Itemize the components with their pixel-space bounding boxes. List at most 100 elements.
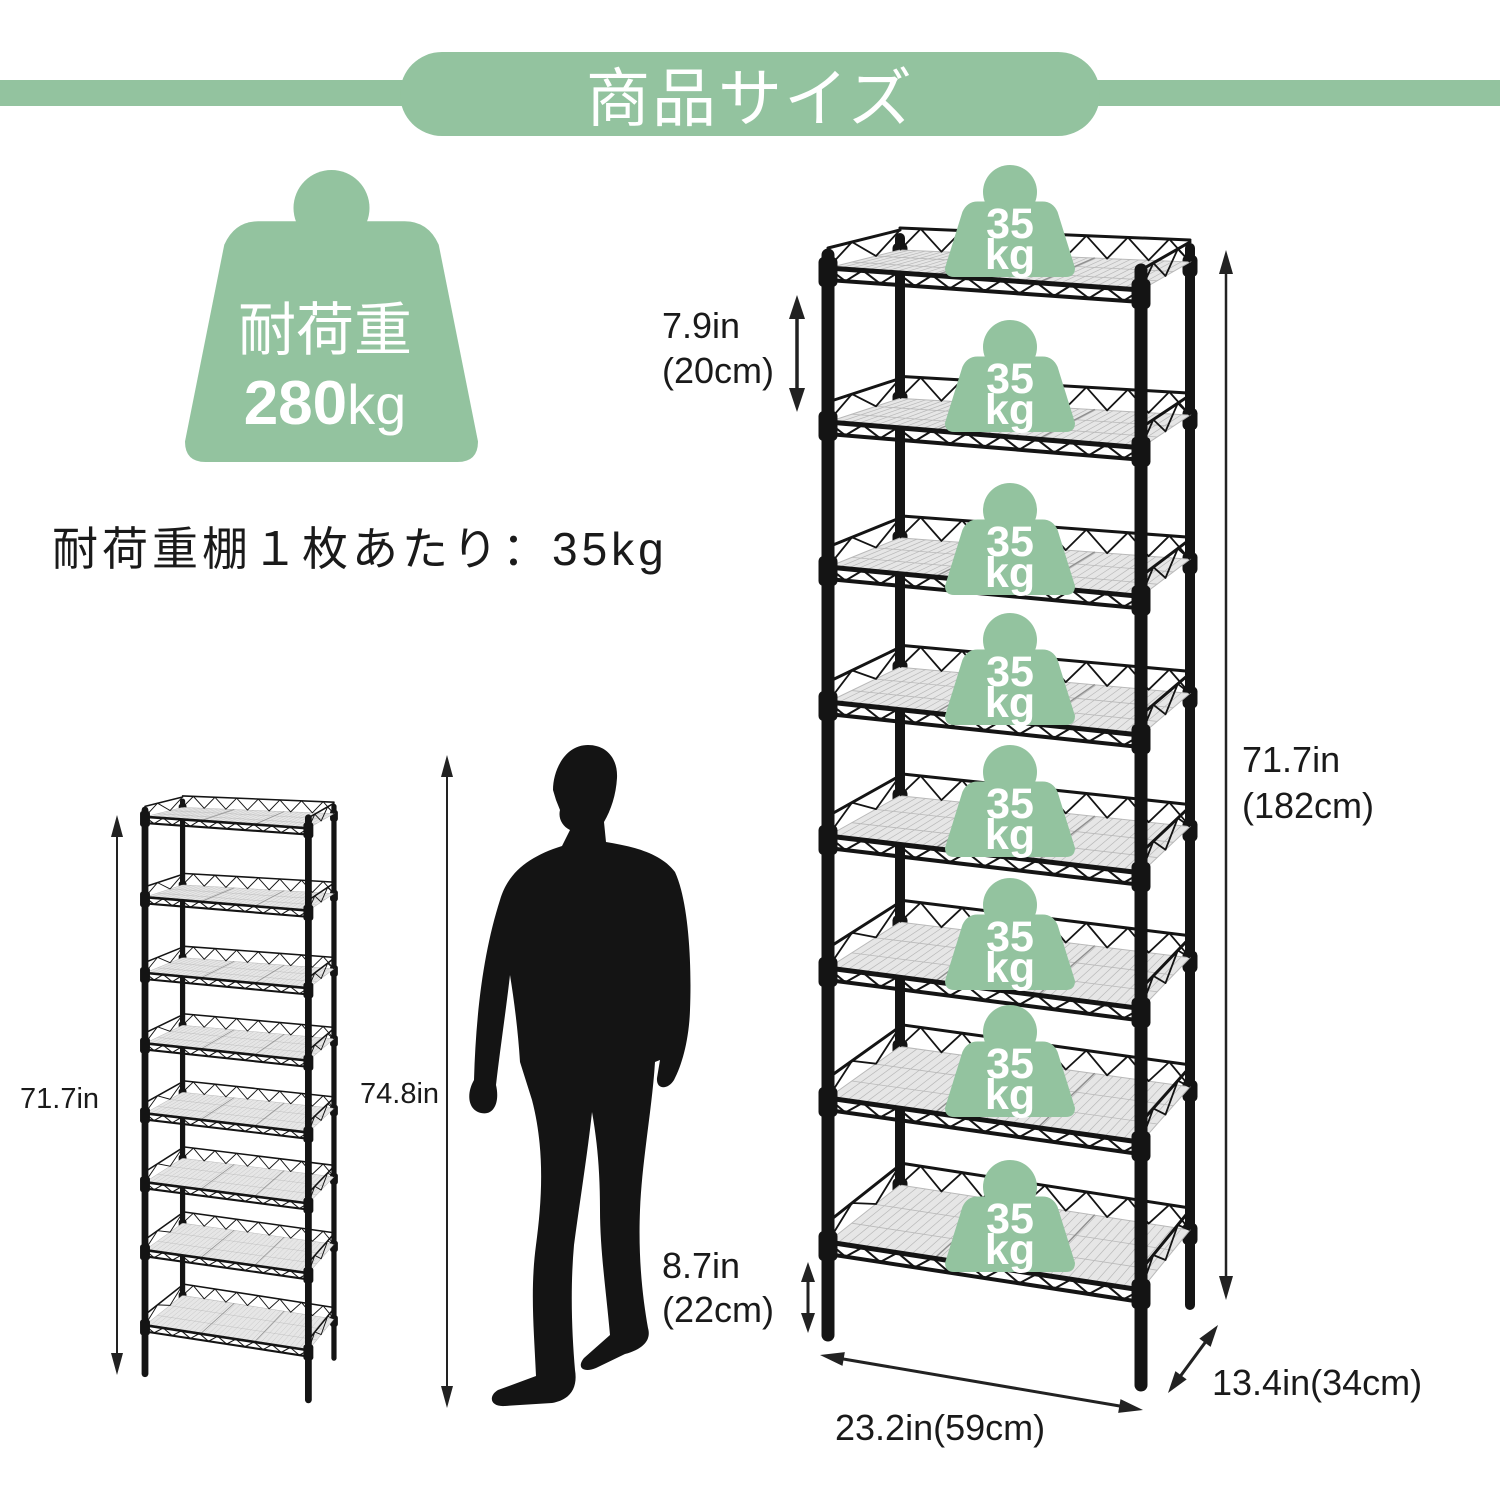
shelf-wire: [207, 961, 241, 979]
rack-width-arrow-head: [820, 1352, 845, 1366]
shelf-wire: [212, 1304, 246, 1336]
shelf-wire: [1067, 818, 1123, 865]
shelf-wire: [882, 541, 952, 573]
shelf-front-bar: [143, 1180, 310, 1205]
shelf-wire: [202, 1230, 237, 1259]
shelf-wire: [192, 1029, 228, 1049]
small-rack-height-arrow-head: [111, 1353, 123, 1375]
shelf-front-lower-bar: [143, 902, 310, 918]
shelf-left-rail-top-bar: [144, 873, 184, 888]
shelf-wire: [157, 967, 318, 983]
shelf-front-bar: [825, 1095, 1144, 1145]
person-height-arrow: [441, 755, 453, 1408]
shelf-load-unit: kg: [985, 944, 1035, 992]
shelf-wire: [892, 672, 961, 710]
shelf-wire: [168, 959, 206, 976]
shelf-spacing-inch-label: 7.9in: [662, 305, 740, 346]
shelf-wire: [882, 1053, 952, 1107]
large-rack-post-collar: [818, 957, 838, 987]
shelf-wire: [226, 889, 259, 905]
shelf-wire: [159, 958, 197, 975]
shelf-wire: [846, 923, 918, 971]
shelf-front-lower-bar: [826, 1252, 1143, 1304]
shelf-wire: [892, 929, 961, 977]
shelf-wire: [236, 1168, 268, 1195]
shelf-wire: [197, 1229, 232, 1258]
shelf-left-rail-top-bar: [826, 645, 902, 684]
shelf-wire: [216, 962, 250, 980]
shelf-load-value: 35: [986, 1195, 1034, 1243]
shelf-wire: [269, 1172, 299, 1199]
shelf-wire: [192, 1163, 228, 1189]
shelf-wire: [1085, 259, 1140, 287]
shelf-wire: [183, 808, 219, 820]
shelf-wire: [173, 959, 210, 976]
shelf-wire: [173, 1161, 210, 1187]
shelf-wire: [159, 807, 197, 818]
header-pill: [400, 52, 1100, 136]
shelf-wire: [274, 1035, 303, 1058]
rack-depth-arrow-shaft: [1176, 1337, 1210, 1381]
shelf-right-rail-zigzag: [307, 962, 335, 989]
shelf-load-value: 35: [986, 648, 1034, 696]
shelf-wire: [154, 885, 192, 899]
rack-height-cm-label: (182cm): [1242, 785, 1374, 826]
shelf-wire: [226, 1100, 259, 1124]
shelf-wire: [269, 811, 299, 826]
shelf-right-rail-zigzag: [307, 1103, 335, 1133]
shelf-wire: [855, 539, 926, 570]
shelf-wire: [149, 884, 188, 898]
shelf-wire: [216, 1232, 250, 1261]
shelf-wire: [269, 1104, 299, 1129]
shelf-wire: [269, 966, 299, 985]
shelf-wire: [264, 891, 295, 908]
shelf-wire: [846, 668, 918, 705]
shelf-front-bar: [143, 1111, 310, 1134]
shelf-front-bar: [143, 1042, 310, 1062]
shelf-left-rail-top-bar: [826, 1163, 902, 1224]
rack-height-arrow-head: [1219, 250, 1233, 274]
shelf-wire: [855, 1188, 926, 1247]
shelf-wire: [164, 1225, 201, 1253]
shelf-back-rail-top-bar: [181, 795, 335, 803]
shelf-wire: [882, 800, 952, 843]
shelf-wire: [864, 251, 935, 271]
large-rack-shelf-1: [825, 226, 1192, 304]
shelf-right-rail-top-bar: [1139, 240, 1192, 272]
shelf-right-rail-top-bar: [1139, 936, 1192, 991]
shelf-wire: [207, 1030, 241, 1051]
shelf-wire: [216, 1031, 250, 1052]
shelf-wire: [836, 796, 909, 838]
shelf-wire: [149, 1158, 188, 1183]
shelf-wire: [173, 886, 210, 900]
total-load-badge: 耐荷重 280kg: [185, 170, 478, 462]
shelf-right-rail-top-bar: [307, 882, 335, 901]
shelf-load-value: 35: [986, 355, 1034, 403]
shelf-right-rail-zigzag: [1140, 402, 1191, 449]
weight-icon-body: [945, 914, 1075, 990]
shelf-panel-seam: [200, 1164, 235, 1190]
shelf-right-rail-top-bar: [1139, 537, 1192, 578]
shelf-front-lower-bar: [143, 822, 310, 836]
shelf-right-rail-zigzag: [1140, 1224, 1191, 1291]
shelf-wire: [1122, 1227, 1174, 1288]
shelf-wire: [260, 1311, 290, 1344]
shelf-wire: [202, 1097, 237, 1121]
large-rack-post-collar: [818, 411, 838, 441]
shelf-wire: [1057, 410, 1114, 442]
shelf-wire: [188, 808, 223, 821]
shelf-wire: [157, 813, 318, 824]
shelf-wire: [212, 1231, 246, 1260]
shelf-wire: [864, 400, 935, 426]
weight-icon-body: [945, 356, 1075, 432]
shelf-panel-seam: [254, 964, 285, 984]
shelf-right-rail-top-bar: [1139, 671, 1192, 717]
shelf-wire: [264, 965, 295, 985]
shelf-panel-seam: [254, 1236, 285, 1266]
shelf-right-rail-top-bar: [307, 957, 335, 979]
shelf-load-unit: kg: [985, 811, 1035, 859]
shelf-wire: [164, 1093, 201, 1116]
shelf-wire: [260, 1103, 290, 1128]
shelf-right-rail-top-bar: [307, 802, 335, 819]
shelf-wire: [279, 1173, 308, 1200]
